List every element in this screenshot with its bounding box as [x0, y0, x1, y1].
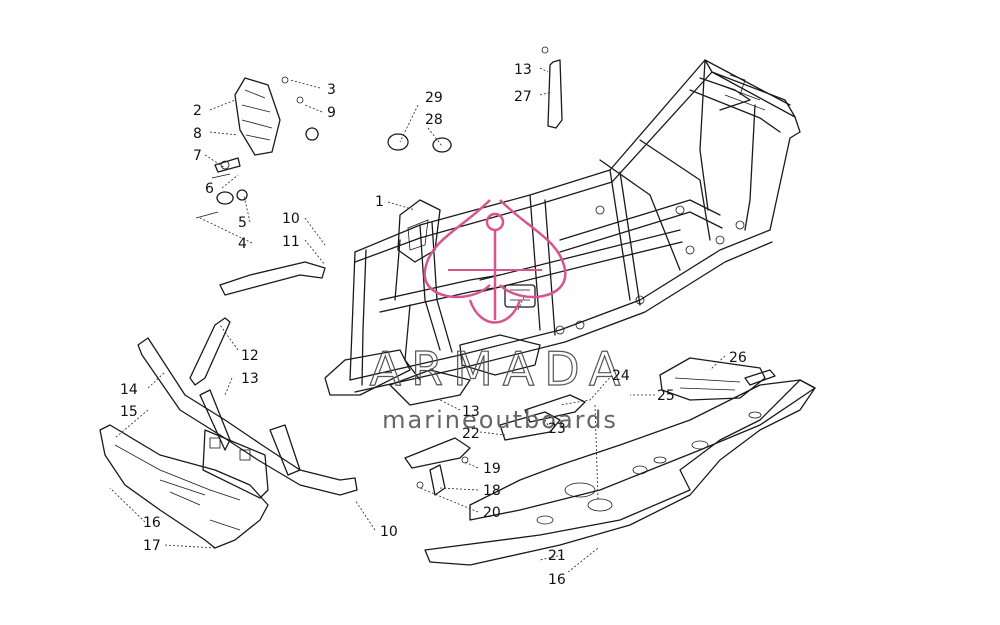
- callout-labels: 13 27 3 9 2 8 7 6 5 4 29 28 1 10 11 12 1…: [120, 62, 747, 588]
- callout-11: 11: [282, 234, 300, 250]
- callout-10-bottom: 10: [380, 524, 398, 540]
- callout-13-top: 13: [514, 62, 532, 78]
- callout-3: 3: [327, 82, 336, 98]
- callout-24: 24: [612, 368, 630, 384]
- callout-15: 15: [120, 404, 138, 420]
- callout-19: 19: [483, 461, 501, 477]
- watermark: ARMADA marineoutboards: [369, 199, 631, 434]
- callout-5: 5: [238, 215, 247, 231]
- watermark-subtitle: marineoutboards: [382, 406, 618, 434]
- callout-13-mid: 13: [462, 404, 480, 420]
- headlight-assembly: [234, 76, 319, 156]
- headlight-hardware: [195, 157, 248, 219]
- callout-18: 18: [483, 483, 501, 499]
- footrest-bracket: [659, 357, 776, 401]
- callout-22: 22: [462, 426, 480, 442]
- front-bumper: [137, 337, 358, 499]
- callout-6: 6: [205, 181, 214, 197]
- callout-29: 29: [425, 90, 443, 106]
- callout-16-left: 16: [143, 515, 161, 531]
- rear-brace-rod: [541, 46, 563, 129]
- callout-7: 7: [193, 148, 202, 164]
- callout-9: 9: [327, 105, 336, 121]
- front-skid-guard: [99, 424, 269, 549]
- main-frame: [324, 59, 801, 406]
- watermark-brand: ARMADA: [370, 342, 631, 396]
- leader-lines: [109, 67, 726, 573]
- callout-20: 20: [483, 505, 501, 521]
- slide-rails: [404, 394, 586, 469]
- callout-1: 1: [375, 194, 384, 210]
- callout-26: 26: [729, 350, 747, 366]
- headlight-brace: [219, 261, 326, 296]
- callout-10-top: 10: [282, 211, 300, 227]
- bumper-brace: [189, 317, 231, 386]
- armada-anchor-logo: [423, 199, 567, 324]
- callout-12: 12: [241, 348, 259, 364]
- callout-4: 4: [238, 236, 247, 252]
- callout-17: 17: [143, 538, 161, 554]
- callout-13-left: 13: [241, 371, 259, 387]
- callout-2: 2: [193, 103, 202, 119]
- callout-25: 25: [657, 388, 675, 404]
- callout-8: 8: [193, 126, 202, 142]
- hose-clamps: [387, 133, 452, 153]
- callout-16-bottom: 16: [548, 572, 566, 588]
- callout-27: 27: [514, 89, 532, 105]
- callout-28: 28: [425, 112, 443, 128]
- callout-21: 21: [548, 548, 566, 564]
- skid-plate: [424, 379, 816, 566]
- callout-23: 23: [548, 421, 566, 437]
- callout-14: 14: [120, 382, 138, 398]
